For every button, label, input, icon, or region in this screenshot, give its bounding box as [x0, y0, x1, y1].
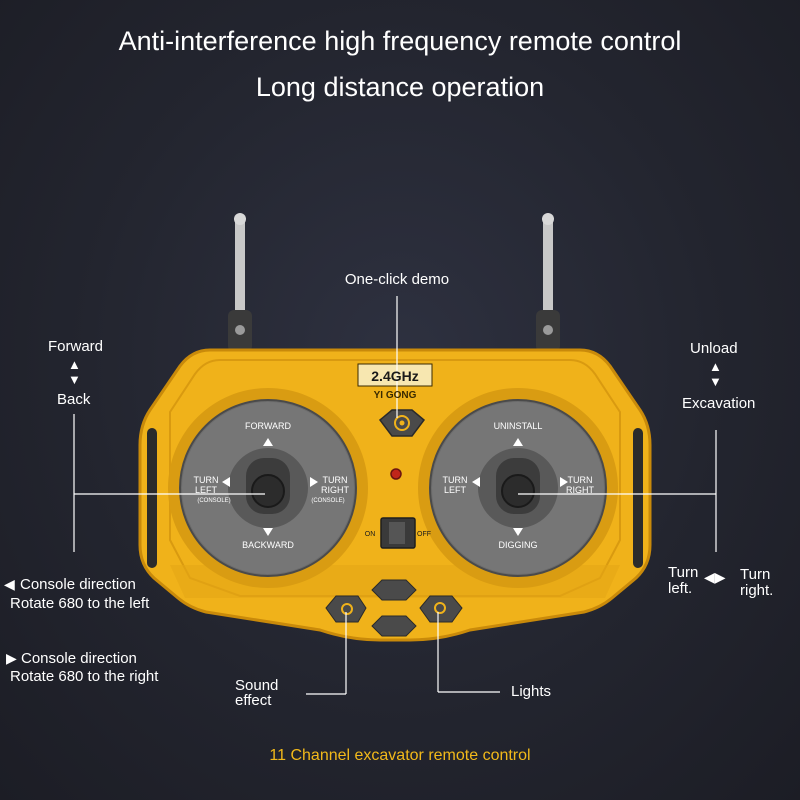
switch-off-label: OFF [417, 531, 431, 538]
turn-left-line1: Turn [668, 564, 699, 581]
back-label: Back [57, 391, 91, 408]
excavation-label: Excavation [682, 395, 756, 412]
turn-right-line2: right. [740, 582, 774, 599]
right-stick-left-label-2: LEFT [444, 485, 467, 495]
right-stick-top-label: UNINSTALL [494, 421, 543, 431]
left-stick-top-label: FORWARD [245, 421, 291, 431]
console-left-line1: Console direction [20, 576, 136, 593]
headline-line2: Long distance operation [255, 72, 545, 102]
left-stick-right-label-1: TURN [323, 475, 348, 485]
console-right-line2: Rotate 680 to the right [10, 668, 159, 685]
demo-callout: One-click demo [344, 271, 450, 288]
turn-left-line2: left. [668, 580, 693, 597]
forward-back-arrows-icon: ▲▼ [68, 357, 81, 387]
left-stick-right-label-2: RIGHT [321, 485, 350, 495]
console-right-icon: ▶ [6, 650, 17, 666]
sound-button[interactable] [325, 595, 367, 623]
footer-caption: 11 Channel excavator remote control [269, 747, 531, 764]
right-stick-right-label-2: RIGHT [566, 485, 595, 495]
console-right-line1: Console direction [21, 650, 137, 667]
left-stick-left-label-2: LEFT [195, 485, 218, 495]
demo-button[interactable] [378, 409, 426, 437]
right-antenna [536, 213, 560, 352]
console-left-icon: ◀ [4, 576, 15, 592]
lights-button[interactable] [419, 595, 463, 623]
right-stick-left-label-1: TURN [443, 475, 468, 485]
sound-label-line1: Sound [235, 677, 279, 694]
forward-label: Forward [48, 338, 104, 355]
left-stick-right-label-3: (CONSOLE) [311, 498, 344, 504]
center-bottom-button[interactable] [371, 615, 417, 637]
freq-plate [357, 363, 433, 387]
headline-line1: Anti-interference high frequency remote … [118, 26, 682, 56]
left-stick-left-label-1: TURN [194, 475, 219, 485]
unload-excavation-arrows-icon: ▲▼ [709, 359, 722, 389]
power-switch[interactable] [380, 517, 416, 549]
switch-on-label: ON [365, 531, 376, 538]
sound-label-line2: effect [235, 692, 272, 709]
console-left-line2: Rotate 680 to the left [10, 595, 150, 612]
callout-lines [73, 296, 717, 695]
freq-label: 2.4GHz [371, 368, 418, 384]
left-stick-left-label-3: (CONSOLE) [197, 498, 230, 504]
brand-label: YI GONG [374, 390, 417, 401]
right-stick-dial [418, 388, 618, 588]
turn-right-line1: Turn [740, 566, 771, 583]
left-antenna [228, 213, 252, 352]
lights-label: Lights [511, 683, 552, 700]
turn-arrows-icon: ◀▶ [704, 569, 726, 585]
right-stick-right-label-1: TURN [568, 475, 593, 485]
right-stick-bottom-label: DIGGING [498, 540, 537, 550]
left-stick-dial [168, 388, 368, 588]
power-led [390, 468, 402, 480]
left-stick-bottom-label: BACKWARD [242, 540, 294, 550]
center-top-button[interactable] [371, 579, 417, 601]
unload-label: Unload [690, 340, 738, 357]
